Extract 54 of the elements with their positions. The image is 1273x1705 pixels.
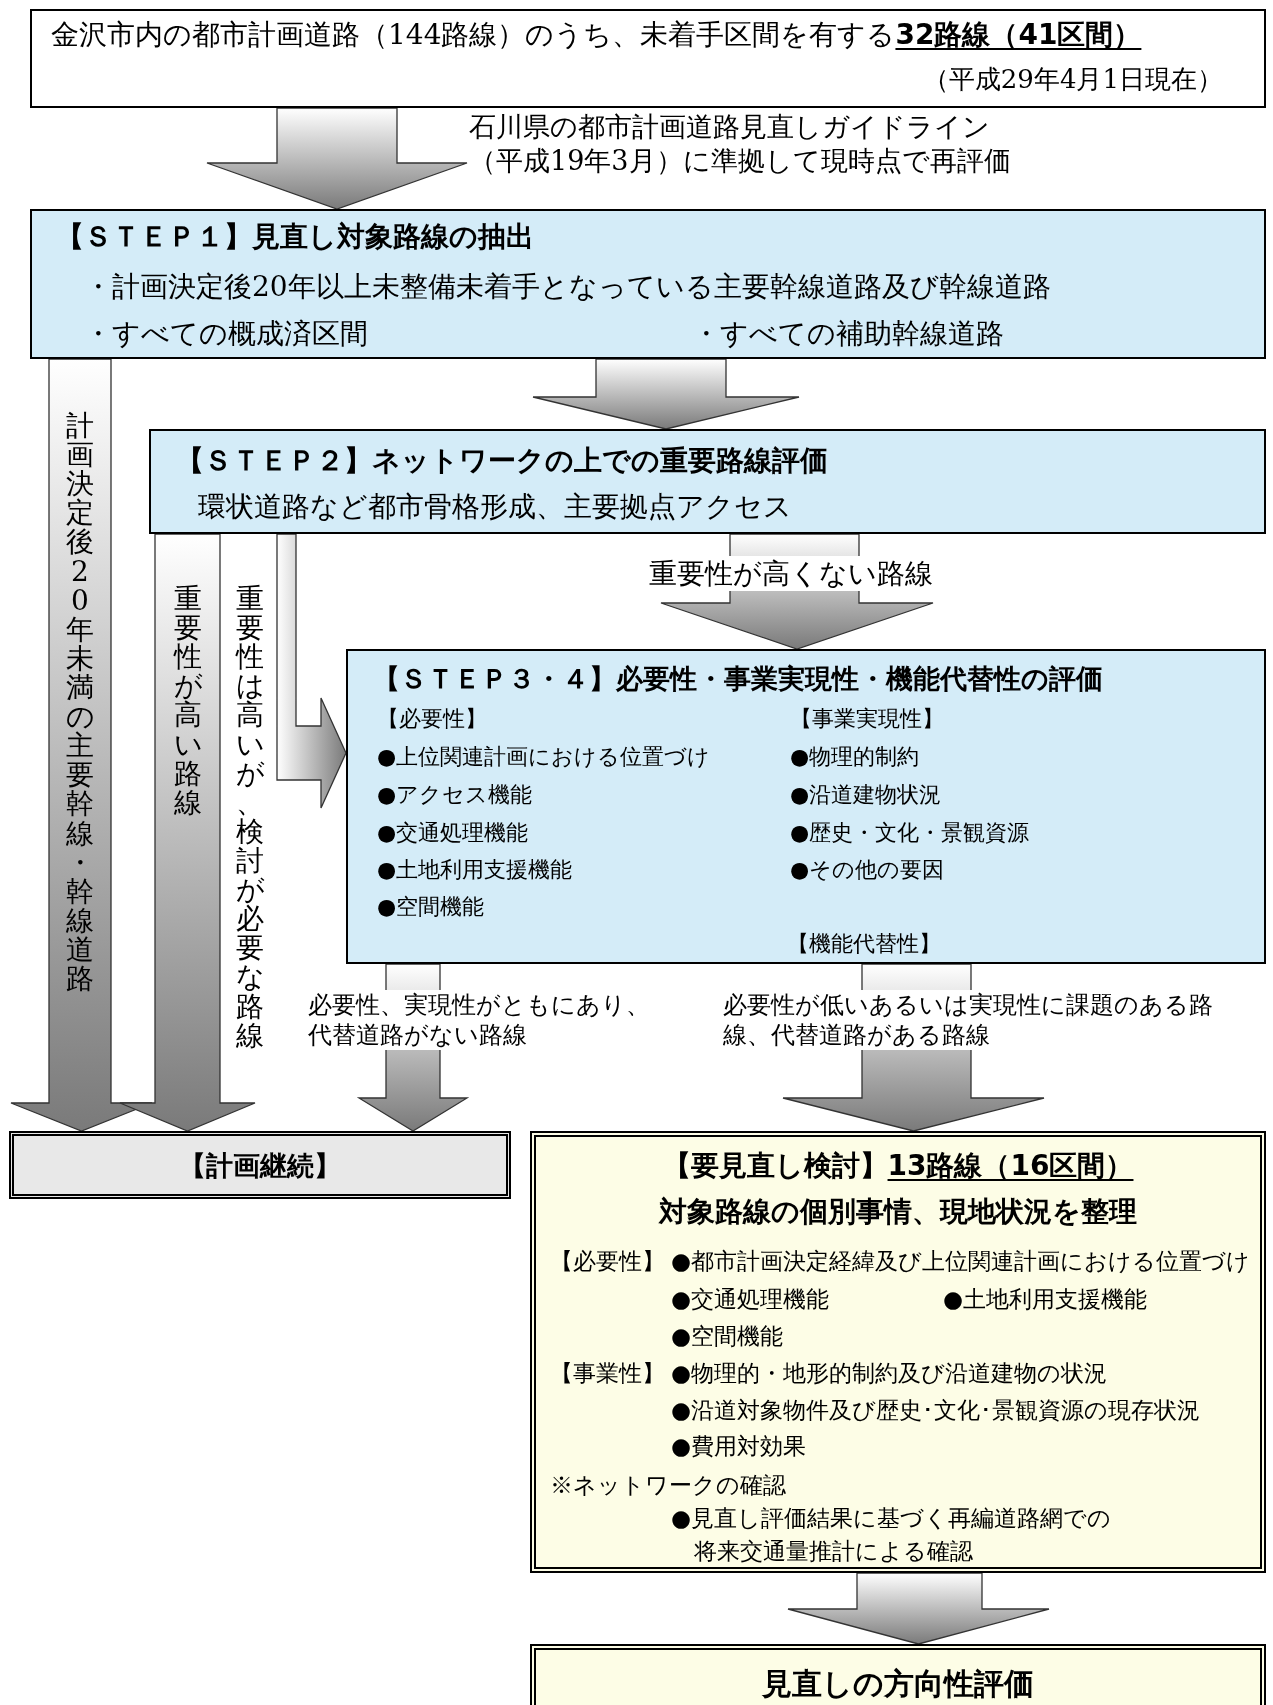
category-heading: 【機能代替性】: [787, 931, 941, 956]
step-heading: 【ＳＴＥＰ３・４】必要性・事業実現性・機能代替性の評価: [373, 663, 1103, 694]
step-heading: 【ＳＴＥＰ２】ネットワークの上での重要路線評価: [176, 444, 828, 477]
bullet-item: ●見直し評価結果に基づく再編道路網での将来交通量推計による確認: [671, 1505, 1112, 1565]
result-box: [530, 1644, 1266, 1705]
header-text: 金沢市内の都市計画道路（144路線）のうち、未着手区間を有する: [51, 18, 896, 51]
bullet-item: ●歴史・文化・景観資源: [790, 820, 1030, 845]
block-arrow: [119, 533, 256, 1132]
bullet-item: ●交通処理機能: [671, 1286, 830, 1312]
bullet-item: ●土地利用支援機能: [377, 857, 573, 882]
category-heading: 【必要性】: [377, 706, 487, 731]
block-arrow: [787, 1572, 1050, 1645]
bullet-item: ●沿道建物状況: [790, 782, 942, 807]
bullet-item: ●物理的・地形的制約及び沿道建物の状況: [671, 1360, 1108, 1386]
step-box: [149, 429, 1266, 534]
step-box: [30, 209, 1266, 359]
review-box: [530, 1131, 1266, 1573]
step-heading: 【ＳＴＥＰ１】見直し対象路線の抽出: [56, 220, 534, 253]
bullet-item: ●アクセス機能: [377, 782, 533, 807]
bullet-item: ●空間機能: [671, 1323, 784, 1349]
result-heading: 見直しの方向性評価: [762, 1666, 1034, 1701]
bullet-item: ●その他の要因: [790, 857, 945, 882]
step-box: [346, 649, 1266, 964]
bullet-item: ・計画決定後20年以上未整備未着手となっている主要幹線道路及び幹線道路: [84, 270, 1051, 303]
bullet-item: ●土地利用支援機能: [943, 1286, 1148, 1312]
block-arrow: [532, 358, 800, 430]
bullet-item: ●沿道対象物件及び歴史･文化･景観資源の現存状況: [671, 1397, 1201, 1423]
result-box: [9, 1131, 511, 1199]
bullet-item: ●費用対効果: [671, 1433, 807, 1459]
bullet-item: ●物理的制約: [790, 744, 920, 769]
edge-label: 重要性が高い路線: [174, 584, 202, 817]
bullet-item: ・すべての補助幹線道路: [692, 317, 1004, 350]
bullet-item: ・すべての概成済区間: [84, 317, 368, 350]
review-heading: 【要見直し検討】: [662, 1149, 888, 1182]
date-note: （平成29年4月1日現在）: [922, 64, 1223, 94]
bullet-item: ●空間機能: [377, 894, 485, 919]
step-description: 環状道路など都市骨格形成、主要拠点アクセス: [198, 490, 792, 523]
route-count: 13路線（16区間）: [887, 1149, 1134, 1182]
category-heading: 【必要性】: [550, 1248, 665, 1274]
edge-label: 重要性が高くない路線: [649, 556, 933, 591]
edge-label: 計画決定後20年未満の主要幹線・幹線道路: [66, 411, 94, 994]
route-count: 32路線（41区間）: [895, 18, 1142, 51]
bullet-item: ●上位関連計画における位置づけ: [377, 744, 711, 769]
note-text: ※ネットワークの確認: [550, 1472, 786, 1498]
block-arrow: [206, 107, 468, 210]
bullet-item: ●交通処理機能: [377, 820, 529, 845]
result-heading: 【計画継続】: [179, 1150, 341, 1181]
category-heading: 【事業性】: [550, 1360, 665, 1386]
review-subheading: 対象路線の個別事情、現地状況を整理: [659, 1195, 1137, 1228]
edge-label: 重要性は高いが、検討が必要な路線: [236, 584, 264, 1050]
block-arrow: [276, 533, 347, 809]
category-heading: 【事業実現性】: [790, 706, 944, 731]
bullet-item: ●都市計画決定経緯及び上位関連計画における位置づけ: [671, 1248, 1251, 1274]
header-box: [30, 9, 1266, 108]
